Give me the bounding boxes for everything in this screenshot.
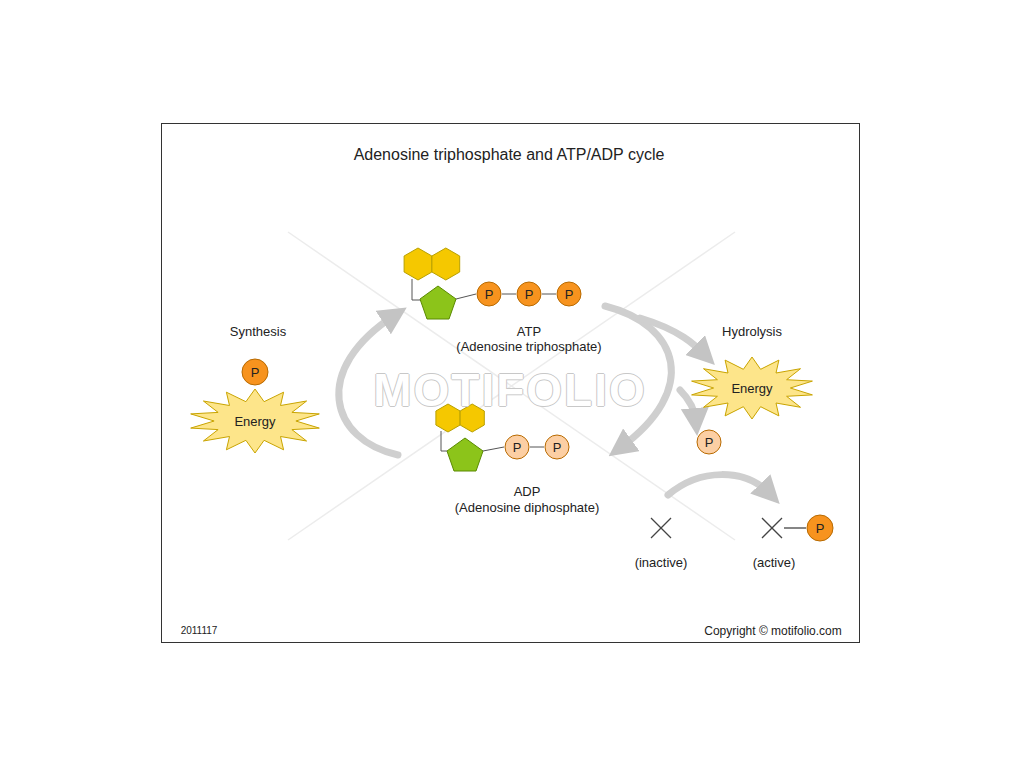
watermark: MOTIFOLIO bbox=[373, 363, 647, 417]
phosphate-circle: P bbox=[696, 429, 722, 455]
diagram-title: Adenosine triphosphate and ATP/ADP cycle bbox=[354, 146, 665, 164]
phosphate-circle: P bbox=[544, 434, 570, 460]
phosphate-circle: P bbox=[476, 281, 502, 307]
phosphate-circle: P bbox=[516, 281, 542, 307]
figure-id: 2011117 bbox=[181, 625, 218, 636]
molecule-fullname: (Adenosine diphosphate) bbox=[455, 500, 600, 515]
phosphate-letter: P bbox=[485, 287, 494, 302]
phosphate-letter: P bbox=[565, 287, 574, 302]
energy-text: Energy bbox=[731, 381, 772, 396]
phosphate-circle: P bbox=[504, 434, 530, 460]
phosphate-letter: P bbox=[525, 287, 534, 302]
phosphate-circle: P bbox=[241, 358, 269, 386]
phosphate-letter: P bbox=[251, 365, 260, 380]
phosphate-bond bbox=[542, 294, 556, 295]
energy-burst: Energy bbox=[690, 357, 814, 419]
phosphate-bond bbox=[530, 447, 544, 448]
phosphate-circle: P bbox=[556, 281, 582, 307]
phosphate-bond bbox=[502, 294, 516, 295]
state-label: (active) bbox=[753, 555, 796, 570]
molecule-name: ATP bbox=[517, 324, 541, 339]
molecule-name: ADP bbox=[514, 484, 541, 499]
phosphate-letter: P bbox=[553, 440, 562, 455]
step-label: Hydrolysis bbox=[722, 324, 782, 339]
phosphate-letter: P bbox=[513, 440, 522, 455]
step-label: Synthesis bbox=[230, 324, 286, 339]
energy-text: Energy bbox=[234, 414, 275, 429]
phosphate-letter: P bbox=[705, 435, 714, 450]
energy-burst: Energy bbox=[189, 389, 321, 453]
state-label: (inactive) bbox=[635, 555, 688, 570]
frame bbox=[162, 124, 860, 643]
copyright-note: Copyright © motifolio.com bbox=[704, 624, 842, 638]
molecule-fullname: (Adenosine triphosphate) bbox=[456, 339, 601, 354]
phosphate-letter: P bbox=[816, 521, 825, 536]
target-molecule bbox=[651, 518, 806, 538]
phosphate-circle: P bbox=[806, 514, 834, 542]
cycle-arrows bbox=[339, 306, 770, 495]
